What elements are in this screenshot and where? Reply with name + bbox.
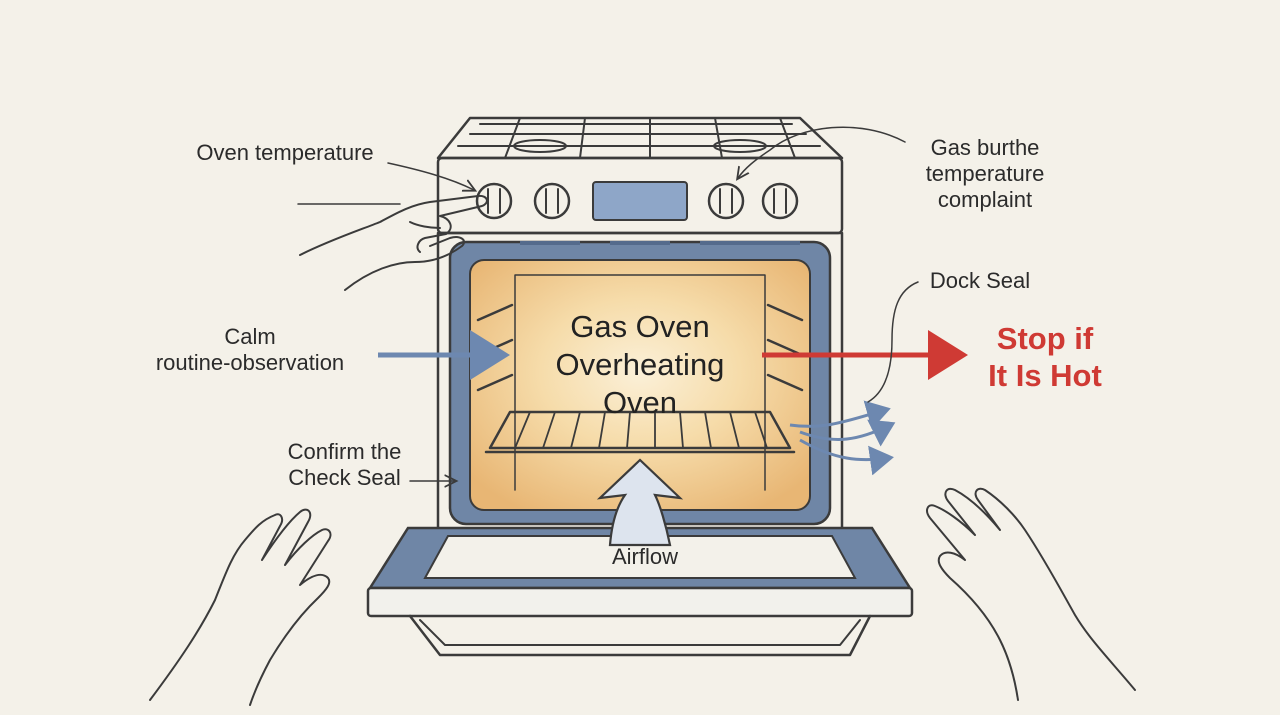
oven-display xyxy=(592,181,688,221)
leader-lines xyxy=(297,126,919,481)
open-hand-icon-right xyxy=(926,487,1136,701)
diagram-title: Gas Oven Overheating Oven xyxy=(520,308,760,422)
label-calm-line-2: routine-observation xyxy=(155,350,345,375)
label-dock-seal: Dock Seal xyxy=(929,268,1031,293)
pointing-hand-icon xyxy=(299,194,488,291)
heat-leak-arrows xyxy=(789,400,896,476)
label-gas-burner: Gas burthe temperature complaint xyxy=(900,135,1070,213)
label-airflow: Airflow xyxy=(611,544,678,569)
label-confirm-seal: Confirm the Check Seal xyxy=(262,439,427,491)
warning-line-1: Stop if xyxy=(996,321,1094,356)
open-hand-icon xyxy=(149,508,332,706)
label-oven-temperature: Oven temperature xyxy=(196,140,374,165)
oven-door[interactable] xyxy=(366,526,914,657)
warning-line-2: It Is Hot xyxy=(988,358,1102,393)
knob-2[interactable] xyxy=(533,182,571,220)
label-gas-burner-line-3: complaint xyxy=(937,187,1033,212)
label-gas-burner-line-2: temperature xyxy=(925,161,1045,186)
warning-label: Stop if It Is Hot xyxy=(965,320,1125,394)
label-calm: Calm routine-observation xyxy=(120,324,380,376)
oven-rack xyxy=(484,410,796,454)
label-confirm-line-2: Check Seal xyxy=(288,465,401,490)
knob-4[interactable] xyxy=(761,182,799,220)
temperature-knob[interactable] xyxy=(475,182,513,220)
title-line-2: Overheating xyxy=(555,347,725,382)
title-line-3: Oven xyxy=(602,385,678,420)
label-gas-burner-line-1: Gas burthe xyxy=(930,135,1040,160)
label-calm-line-1: Calm xyxy=(224,324,276,349)
knob-3[interactable] xyxy=(707,182,745,220)
title-line-1: Gas Oven xyxy=(570,309,710,344)
cooktop-grates xyxy=(436,116,844,160)
control-panel xyxy=(436,156,844,235)
label-confirm-line-1: Confirm the xyxy=(287,439,402,464)
airflow-arrow xyxy=(596,458,684,547)
